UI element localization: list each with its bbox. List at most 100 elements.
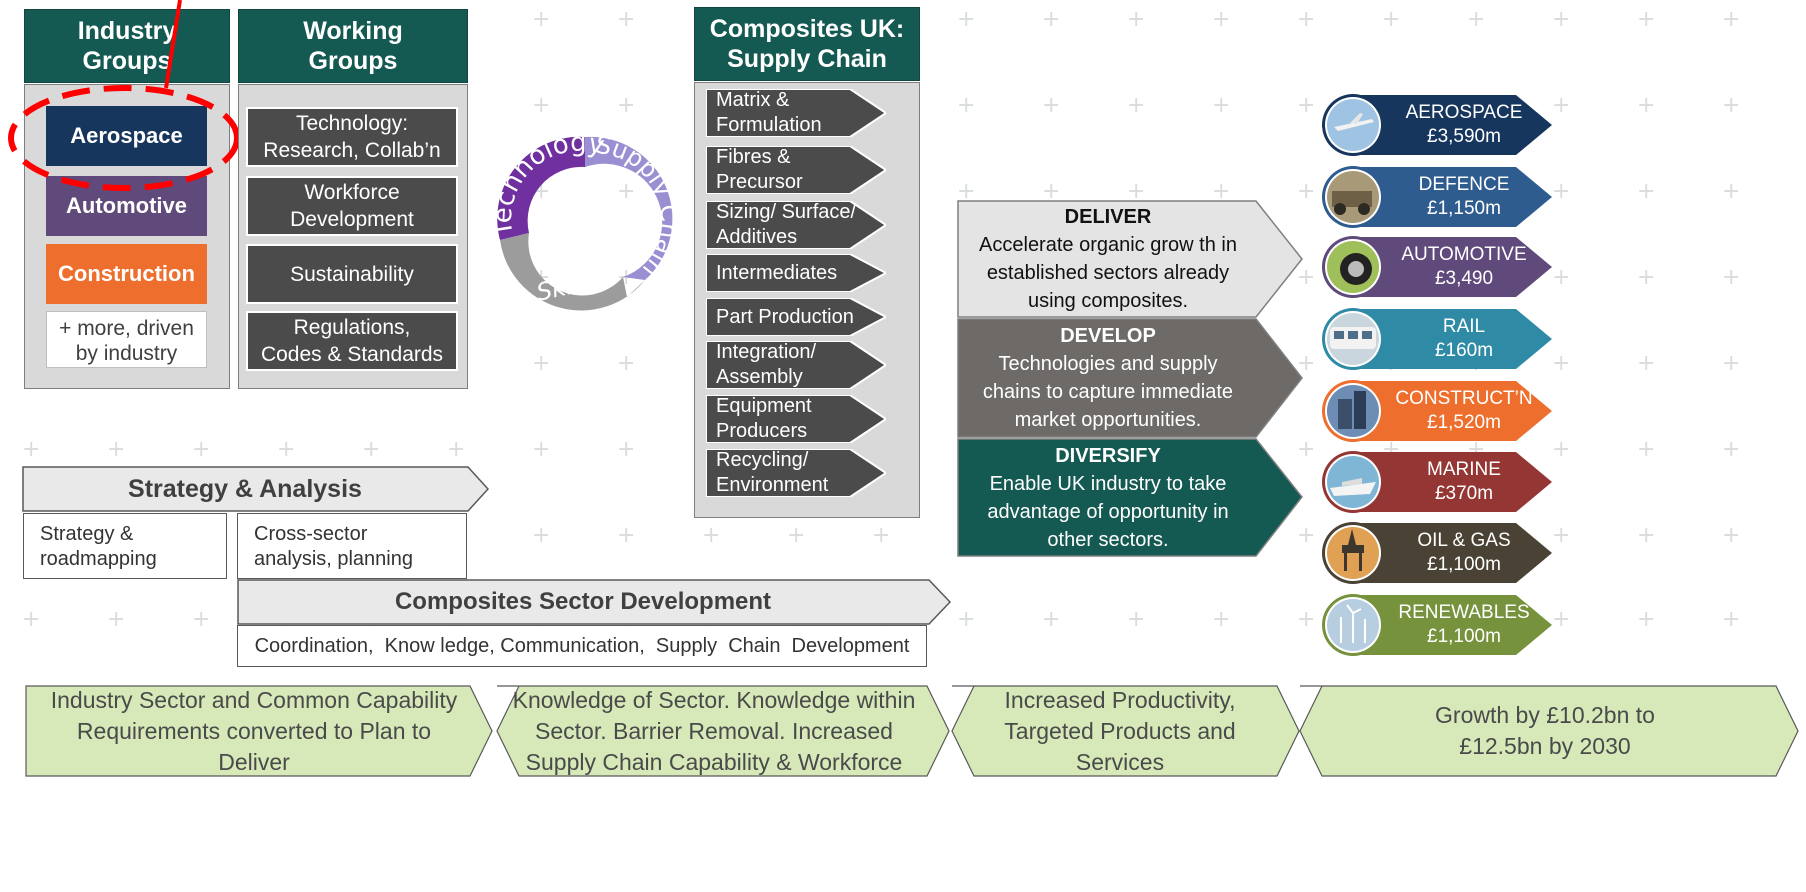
diversify-arrow — [957, 438, 1303, 557]
sector-dev-arrow — [237, 579, 952, 625]
sector-value: £3,590m — [1427, 126, 1501, 147]
outcome-arrow-1 — [25, 685, 493, 777]
supply-chain-item[interactable]: Intermediates — [706, 254, 886, 292]
grid-plus-mark: + — [1552, 265, 1571, 290]
sector-value: £1,520m — [1427, 412, 1501, 433]
grid-plus-mark: + — [617, 523, 636, 548]
supply-chain-item-arrow — [706, 89, 886, 137]
grid-plus-mark: + — [1127, 7, 1146, 32]
outcome-text-4: Growth by £10.2bn to £12.5bn by 2030 — [1435, 702, 1655, 759]
grid-plus-mark: + — [1297, 179, 1316, 204]
sector-item[interactable]: CONSTRUCT’N £1,520m — [1320, 377, 1556, 445]
grid-plus-mark: + — [1552, 437, 1571, 462]
grid-plus-mark: + — [22, 607, 41, 632]
supply-chain-item-arrow — [706, 201, 886, 249]
supply-chain-item-arrow — [706, 341, 886, 389]
sector-arrow — [1322, 166, 1552, 228]
working-group-technology[interactable]: Technology: Research, Collab’n — [246, 107, 458, 167]
sector-label: OIL & GAS £1,100m — [1390, 529, 1538, 577]
grid-plus-mark: + — [1722, 437, 1741, 462]
outcome-arrow-2 — [496, 685, 950, 777]
working-group-workforce[interactable]: Workforce Development — [246, 176, 458, 236]
sector-dev-body: Coordination, Know ledge, Communication,… — [237, 625, 927, 667]
sector-item[interactable]: MARINE£370m — [1320, 448, 1556, 516]
grid-plus-mark: + — [1552, 607, 1571, 632]
working-group-sustainability[interactable]: Sustainability — [246, 244, 458, 304]
sector-item[interactable]: AEROSPACE£3,590m — [1320, 91, 1556, 159]
grid-plus-mark: + — [1382, 7, 1401, 32]
grid-plus-mark: + — [1637, 607, 1656, 632]
grid-plus-mark: + — [532, 7, 551, 32]
grid-plus-mark: + — [617, 351, 636, 376]
sector-item[interactable]: AUTOMOTIVE£3,490 — [1320, 233, 1556, 301]
grid-plus-mark: + — [957, 93, 976, 118]
grid-plus-mark: + — [617, 93, 636, 118]
grid-plus-mark: + — [107, 607, 126, 632]
supply-chain-item-arrow — [706, 146, 886, 194]
grid-plus-mark: + — [1212, 607, 1231, 632]
strategy-roadmapping-box: Strategy & roadmapping — [23, 513, 227, 579]
supply-chain-item[interactable]: Fibres &Precursor — [706, 146, 886, 194]
sector-name: RAIL — [1442, 316, 1486, 337]
supply-chain-item-arrow — [706, 395, 886, 443]
sector-name: RENEWABLES — [1398, 602, 1530, 623]
supply-chain-item[interactable]: Part Production — [706, 298, 886, 336]
grid-plus-mark: + — [1552, 523, 1571, 548]
grid-plus-mark: + — [1722, 265, 1741, 290]
sector-arrow — [1322, 522, 1552, 584]
sector-name: AUTOMOTIVE — [1401, 244, 1527, 265]
grid-plus-mark: + — [1297, 607, 1316, 632]
cycle-segment-skills — [500, 233, 645, 311]
sector-value: £1,100m — [1427, 554, 1501, 575]
sector-arrow — [1322, 308, 1552, 370]
industry-group-construction[interactable]: Construction — [46, 244, 207, 304]
strategy-title: Strategy & Analysis — [128, 474, 362, 503]
industry-group-aerospace[interactable]: Aerospace — [46, 106, 207, 166]
sector-item[interactable]: RENEWABLES £1,100m — [1320, 591, 1556, 659]
oil-rig-icon — [1322, 522, 1384, 584]
grid-plus-mark: + — [957, 179, 976, 204]
sector-label: MARINE£370m — [1390, 458, 1538, 506]
supply-chain-item-label: Fibres &Precursor — [716, 146, 803, 193]
diversify-text: DIVERSIFY Enable UK industry to take adv… — [987, 445, 1229, 551]
sector-item[interactable]: OIL & GAS £1,100m — [1320, 519, 1556, 587]
sector-name: OIL & GAS — [1417, 530, 1511, 551]
grid-plus-mark: + — [1042, 179, 1061, 204]
grid-plus-mark: + — [957, 607, 976, 632]
grid-plus-mark: + — [1552, 7, 1571, 32]
sector-value: £1,150m — [1427, 198, 1501, 219]
grid-plus-mark: + — [617, 7, 636, 32]
car-wheel-icon — [1322, 236, 1384, 298]
grid-plus-mark: + — [532, 437, 551, 462]
grid-plus-mark: + — [1212, 179, 1231, 204]
sector-value: £1,100m — [1427, 626, 1501, 647]
cycle-label-technology: Technology — [488, 128, 607, 240]
strategy-arrows — [957, 200, 1303, 557]
supply-chain-item[interactable]: Sizing/ Surface/Additives — [706, 201, 886, 249]
develop-text: DEVELOP Technologies and supply chains t… — [982, 325, 1234, 431]
outcome-text-2: Knowledge of Sector. Knowledge within Se… — [512, 686, 916, 775]
grid-plus-mark: + — [1127, 93, 1146, 118]
outcome-text-3: Increased Productivity, Targeted Product… — [1004, 686, 1236, 775]
grid-plus-mark: + — [532, 523, 551, 548]
grid-plus-mark: + — [1297, 93, 1316, 118]
outcome-arrow-4 — [1299, 685, 1799, 777]
wind-turbine-icon — [1322, 594, 1384, 656]
working-group-regulations[interactable]: Regulations, Codes & Standards — [246, 311, 458, 371]
cycle-segment-technology — [497, 136, 603, 240]
cycle-segment-supply-chain — [585, 136, 673, 280]
grid-plus-mark: + — [957, 7, 976, 32]
grid-plus-mark: + — [1552, 351, 1571, 376]
sector-item[interactable]: RAIL£160m — [1320, 305, 1556, 373]
sector-name: DEFENCE — [1418, 174, 1510, 195]
highlight-annotation — [8, 0, 240, 191]
supply-chain-item[interactable]: Matrix &Formulation — [706, 89, 886, 137]
supply-chain-item[interactable]: Recycling/Environment — [706, 449, 886, 497]
sector-item[interactable]: DEFENCE £1,150m — [1320, 163, 1556, 231]
grid-plus-mark: + — [617, 437, 636, 462]
supply-chain-item-label: Matrix &Formulation — [716, 89, 822, 136]
cross-sector-box: Cross-sector analysis, planning — [237, 513, 467, 579]
sector-name: CONSTRUCT’N — [1395, 388, 1533, 409]
supply-chain-item[interactable]: Integration/Assembly — [706, 341, 886, 389]
